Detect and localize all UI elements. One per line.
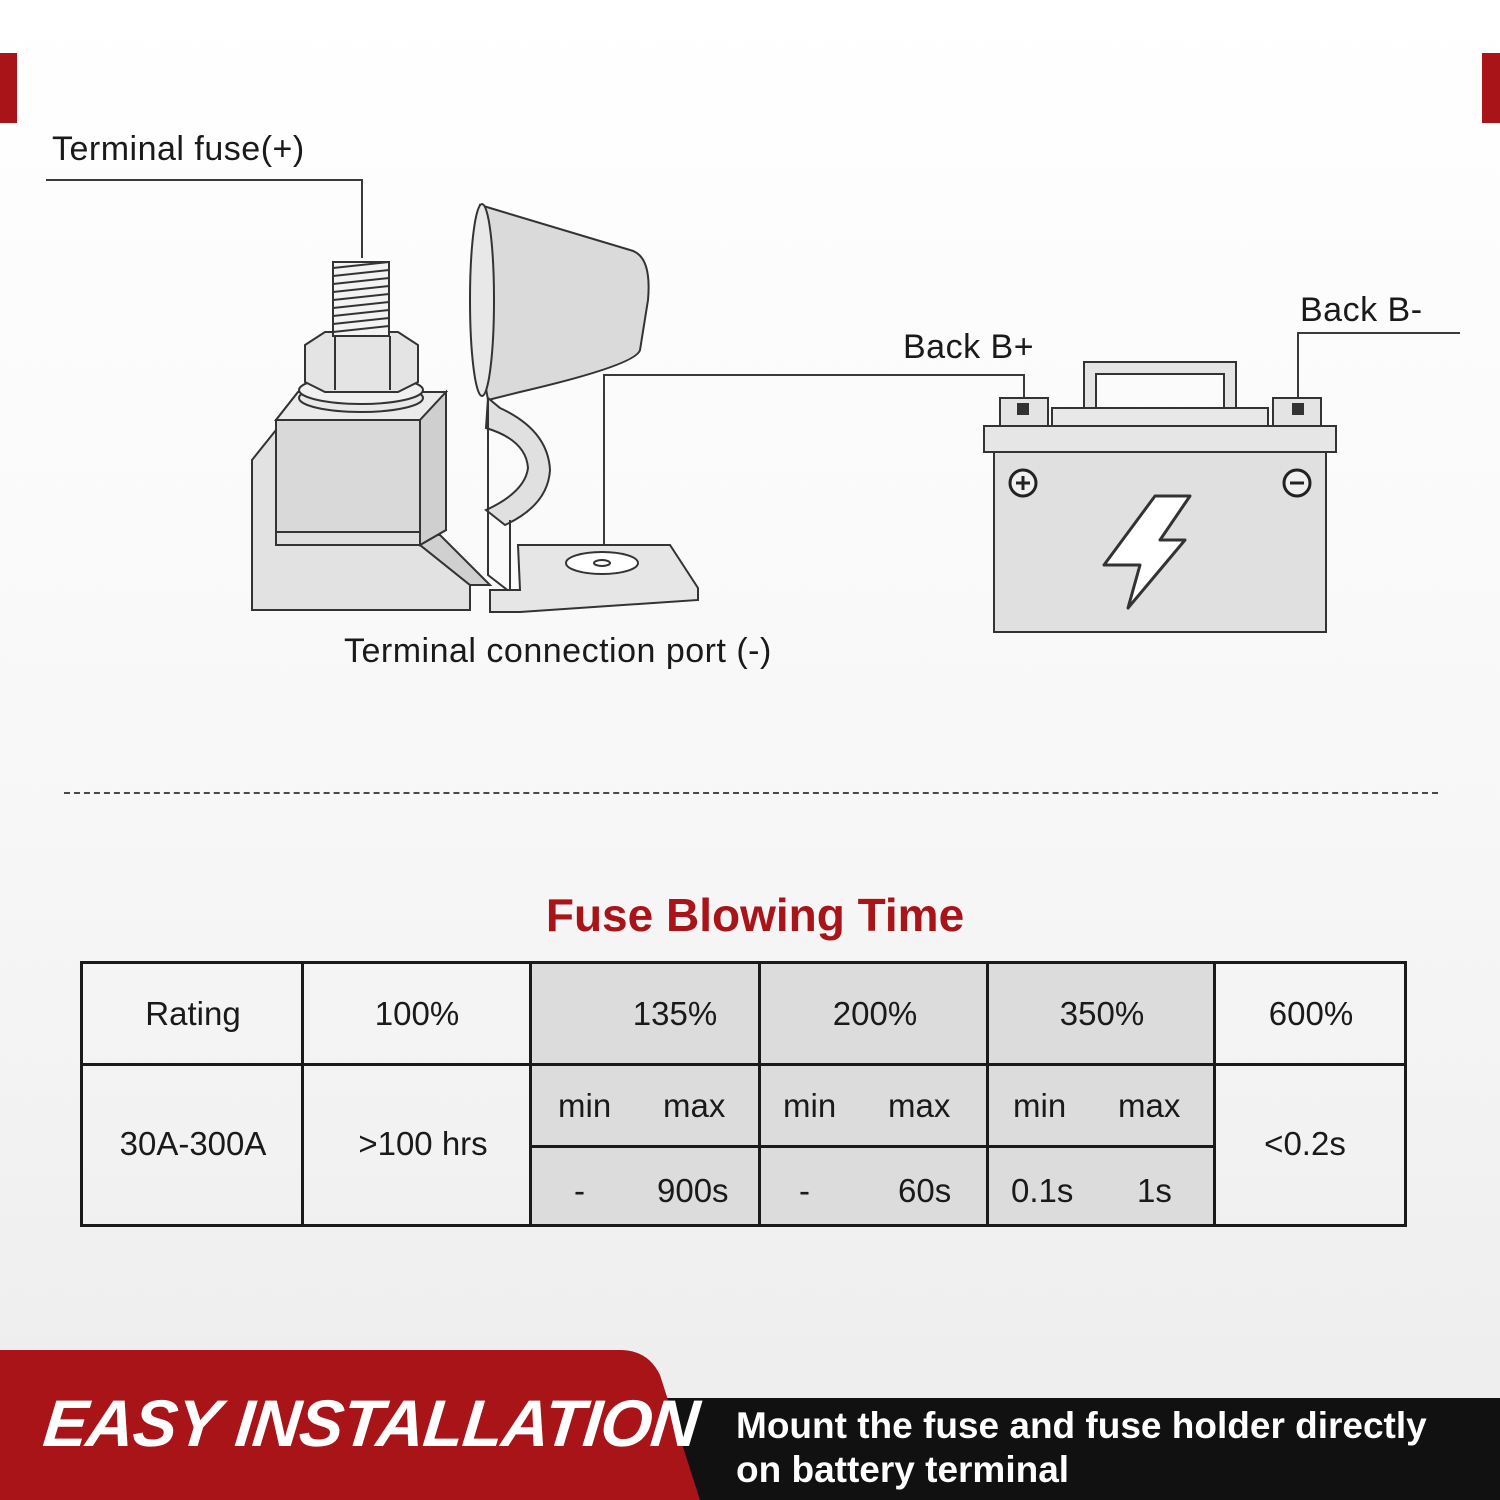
leader-line-b-minus — [1297, 332, 1460, 408]
footer-red-band — [0, 1350, 700, 1500]
cell-200-min-label: min — [783, 1087, 837, 1124]
stud-threads — [332, 261, 390, 333]
leader-line-port — [603, 374, 1025, 563]
header-135: 135% — [632, 995, 718, 1032]
header-600: 600% — [1268, 995, 1354, 1032]
table-col-rule-1 — [301, 964, 304, 1224]
section-divider — [64, 792, 1438, 794]
cell-rating-value: 30A-300A — [119, 1125, 267, 1162]
header-200: 200% — [832, 995, 918, 1032]
fuse-blowing-time-table: Rating 100% 135% 200% 350% 600% 30A-300A… — [80, 961, 1407, 1227]
lightning-bolt-icon — [1102, 494, 1192, 610]
header-350: 350% — [1059, 995, 1145, 1032]
cell-350-max-value: 1s — [1137, 1172, 1172, 1209]
cell-350-min-value: 0.1s — [1011, 1172, 1074, 1209]
installation-diagram — [46, 179, 1460, 633]
cell-350-max-label: max — [1118, 1087, 1181, 1124]
cell-200-max-label: max — [888, 1087, 951, 1124]
footer-title: EASY INSTALLATION — [40, 1386, 702, 1460]
table-col-rule-4 — [986, 964, 989, 1224]
table-col-rule-5 — [1213, 964, 1216, 1224]
fuse-holder-illustration — [251, 203, 699, 613]
header-rating: Rating — [145, 995, 241, 1032]
cell-600-value: <0.2s — [1264, 1125, 1346, 1162]
label-back-b-minus: Back B- — [1300, 291, 1423, 329]
cell-350-min-label: min — [1013, 1087, 1067, 1124]
minus-icon — [1282, 468, 1312, 498]
table-col-rule-3 — [758, 964, 761, 1224]
cell-200-max-value: 60s — [898, 1172, 952, 1209]
table-col-rule-2 — [529, 964, 532, 1224]
table-sub-rule — [531, 1145, 1215, 1148]
cell-135-max-value: 900s — [657, 1172, 729, 1209]
shaded-columns — [531, 964, 1215, 1224]
cell-135-max-label: max — [663, 1087, 726, 1124]
cell-135-min-value: - — [574, 1172, 585, 1209]
accent-bar-right — [1482, 53, 1500, 123]
label-terminal-connection-port: Terminal connection port (-) — [344, 632, 772, 670]
accent-bar-left — [0, 53, 17, 123]
table-header-rule — [83, 1063, 1404, 1066]
header-100: 100% — [374, 995, 460, 1032]
table-title: Fuse Blowing Time — [545, 889, 965, 941]
cell-100-value: >100 hrs — [358, 1125, 488, 1162]
cell-200-min-value: - — [799, 1172, 810, 1209]
label-back-b-plus: Back B+ — [903, 328, 1035, 366]
leader-line-fuse — [46, 179, 363, 258]
cell-135-min-label: min — [558, 1087, 612, 1124]
plus-icon — [1008, 468, 1038, 498]
footer-description: Mount the fuse and fuse holder directly … — [736, 1405, 1427, 1490]
label-terminal-fuse: Terminal fuse(+) — [52, 130, 305, 168]
